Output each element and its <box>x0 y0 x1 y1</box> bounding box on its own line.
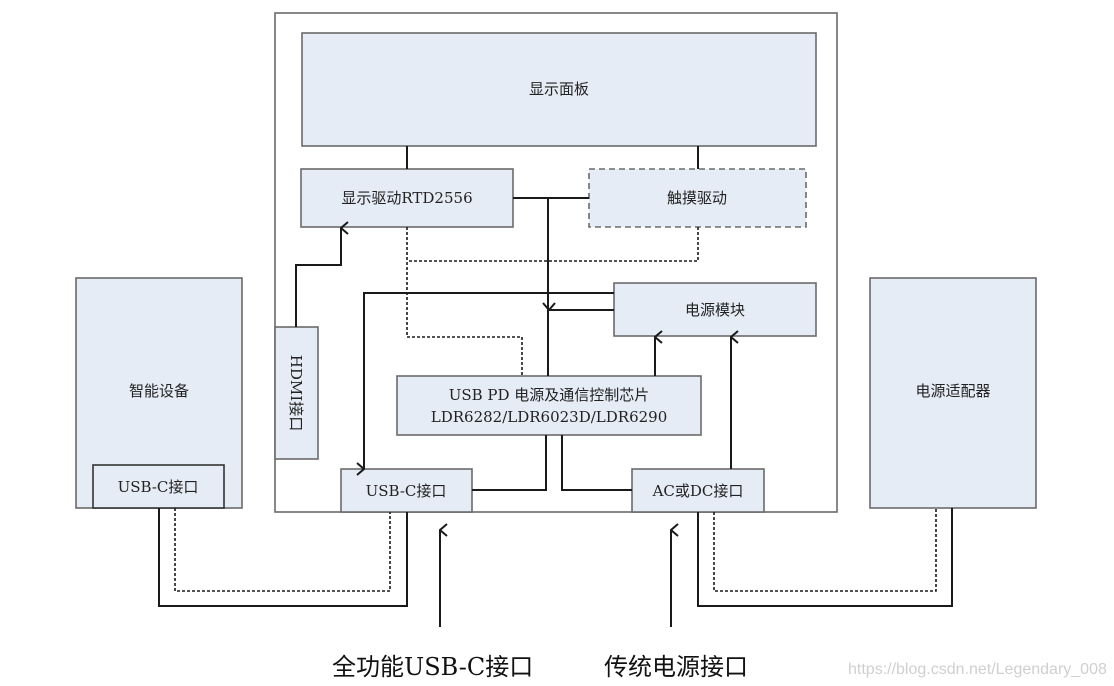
power-module-block[interactable]: 电源模块 <box>613 282 817 337</box>
usbc-port-block[interactable]: USB-C接口 <box>340 468 473 513</box>
hdmi-port-label: HDMI接口 <box>287 355 305 431</box>
hdmi-to-driver-arrow <box>295 228 341 327</box>
power-cable-solid <box>697 508 953 607</box>
cables <box>158 508 953 607</box>
usbc-cable-solid <box>158 508 408 607</box>
touch-driver-label: 触摸驱动 <box>667 189 727 207</box>
acdc-port-block[interactable]: AC或DC接口 <box>631 468 765 513</box>
smart-device-block[interactable]: 智能设备 USB-C接口 <box>75 277 243 509</box>
caption-full-usbc: 全功能USB-C接口 <box>332 653 533 681</box>
power-adapter-label: 电源适配器 <box>915 382 990 400</box>
pd-chip-label-line2: LDR6282/LDR6023D/LDR6290 <box>431 408 668 426</box>
pd-to-acdc-link <box>561 435 632 491</box>
usbc-cable-dotted <box>174 508 391 592</box>
pd-chip-label-line1: USB PD 电源及通信控制芯片 <box>449 386 650 404</box>
connections <box>295 146 731 491</box>
display-driver-label: 显示驱动RTD2556 <box>341 189 472 207</box>
display-driver-block[interactable]: 显示驱动RTD2556 <box>300 168 514 228</box>
display-driver-data-dotted <box>406 227 523 376</box>
power-adapter-block[interactable]: 电源适配器 <box>869 277 1037 509</box>
smart-device-label: 智能设备 <box>129 382 189 400</box>
power-cable-dotted <box>713 508 937 592</box>
hdmi-port-block[interactable]: HDMI接口 <box>274 326 319 460</box>
caption-traditional-power: 传统电源接口 <box>604 653 748 681</box>
usbc-port-label: USB-C接口 <box>366 482 447 500</box>
acdc-port-label: AC或DC接口 <box>652 482 744 500</box>
pd-chip-block[interactable]: USB PD 电源及通信控制芯片 LDR6282/LDR6023D/LDR629… <box>396 375 702 436</box>
power-to-usbc-arrow <box>364 292 614 469</box>
display-panel-label: 显示面板 <box>529 80 589 98</box>
smart-device-port-label: USB-C接口 <box>118 478 199 496</box>
power-module-label: 电源模块 <box>685 301 745 319</box>
usbc-to-pd-link <box>472 435 547 491</box>
touch-driver-data-dotted <box>407 227 699 262</box>
watermark: https://blog.csdn.net/Legendary_008 <box>848 661 1107 678</box>
touch-driver-block[interactable]: 触摸驱动 <box>588 168 807 228</box>
display-panel-block[interactable]: 显示面板 <box>301 32 817 147</box>
